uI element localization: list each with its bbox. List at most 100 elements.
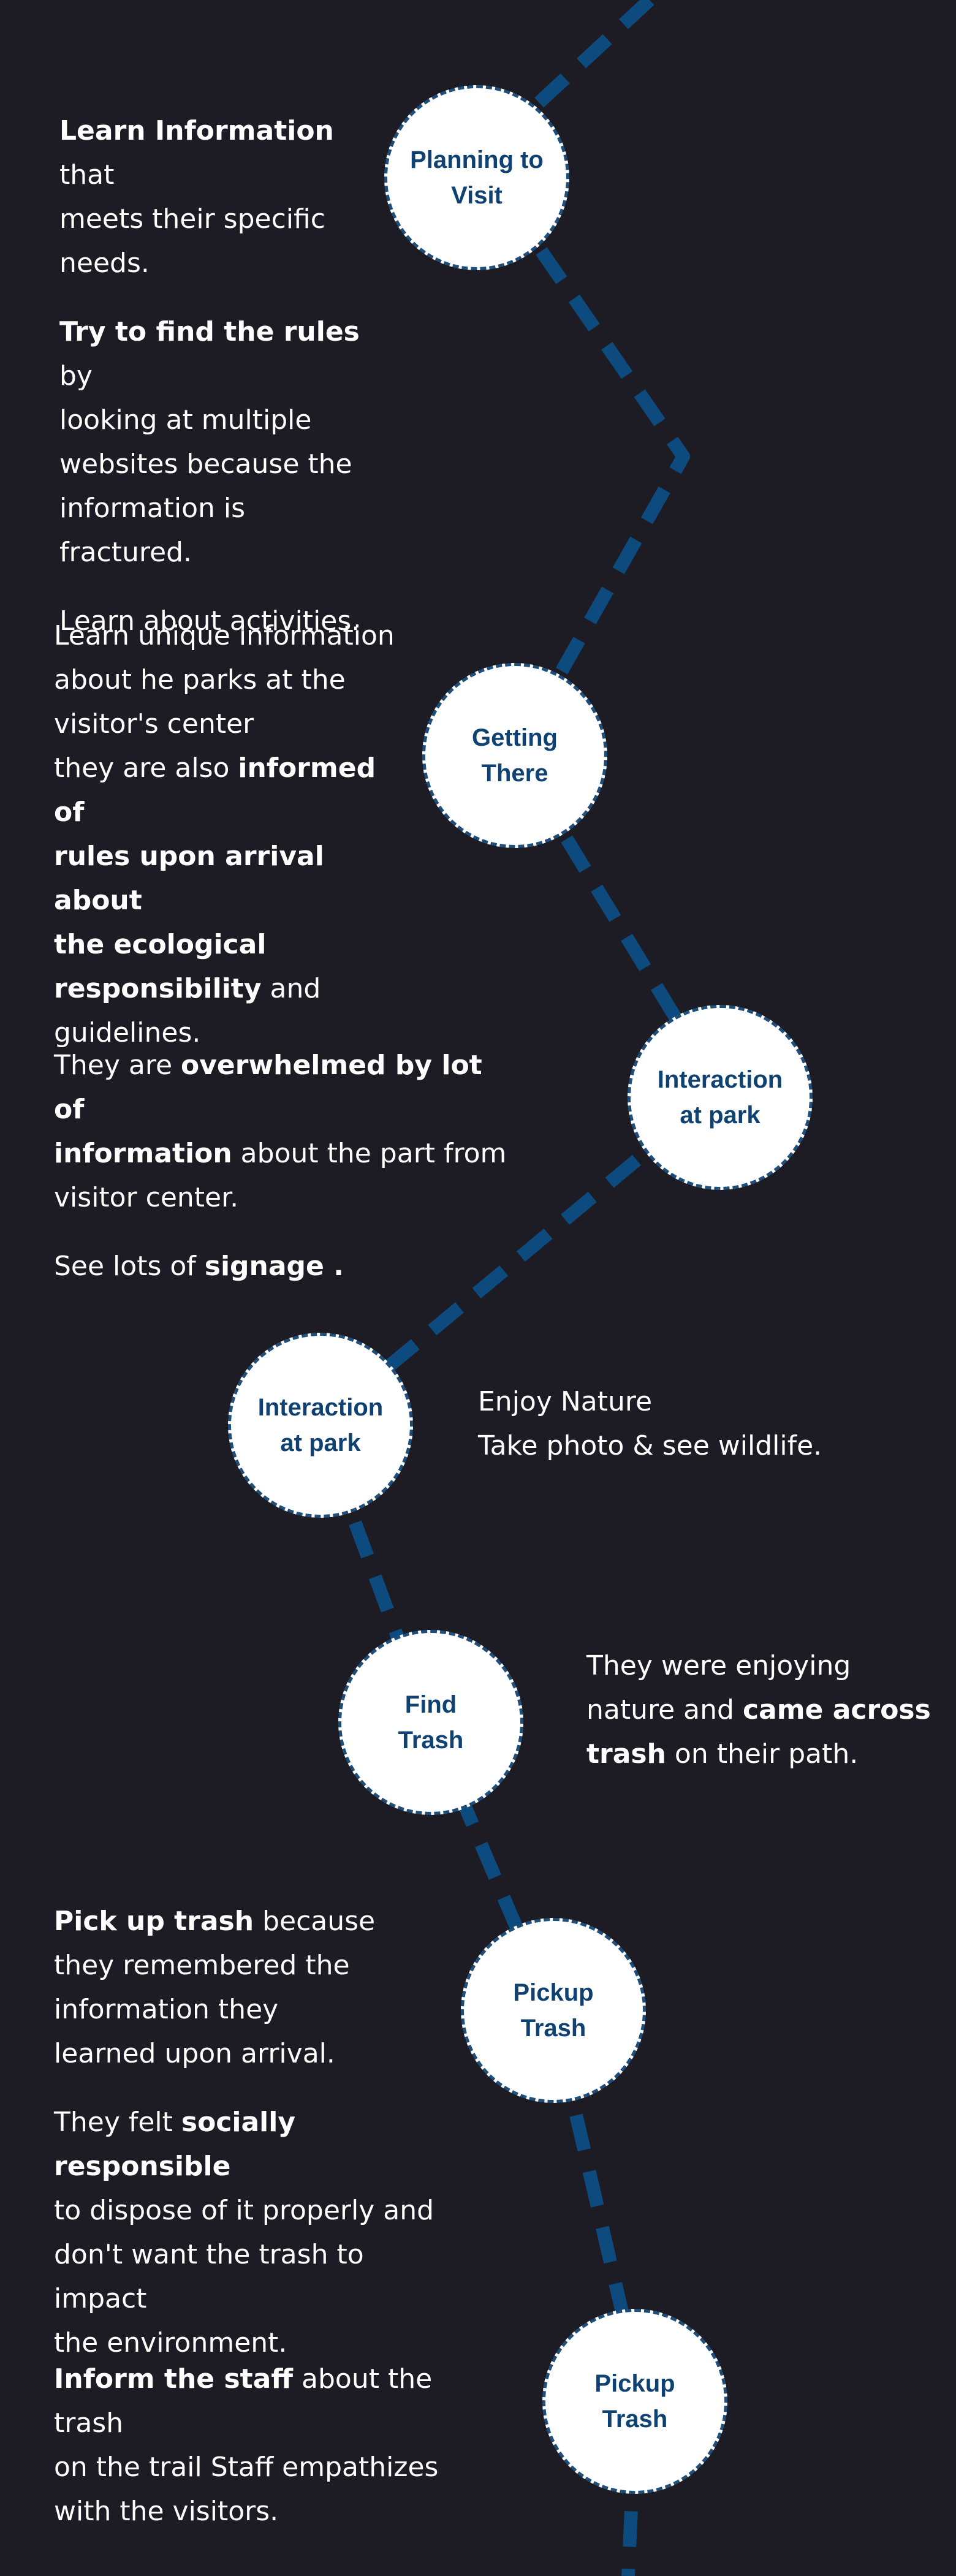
note-line: information they (54, 1994, 279, 2025)
stage-label-line: Trash (520, 2015, 586, 2042)
stage-node-find-trash: Find Trash (338, 1630, 523, 1815)
note-line: with the visitors. (54, 2496, 279, 2527)
note-bold-text: Pick up trash (54, 1906, 254, 1937)
stage-label: Pickup Trash (561, 2366, 708, 2437)
note-line: they remembered the (54, 1950, 350, 1981)
note-text: about the trash (54, 2363, 433, 2439)
stage-label: Getting There (441, 720, 588, 791)
note-line: Try to find the rules by (59, 310, 378, 398)
note-line: information about the part from (54, 1132, 507, 1176)
stage-label-line: at park (680, 1102, 761, 1129)
note-getting-there: Learn unique information about he parks … (54, 614, 409, 1055)
note-line: Learn unique information (54, 620, 395, 651)
note-line: they are also informed of (54, 746, 409, 835)
note-bold-text: responsibility (54, 973, 262, 1004)
stage-label-line: Pickup (594, 2370, 675, 2397)
note-pickup-trash-2: Inform the staff about the trash on the … (54, 2357, 495, 2534)
note-interaction-at-park-1: They are overwhelmed by lot of informati… (54, 1044, 507, 1289)
stage-label-line: Visit (451, 182, 503, 209)
note-bold-text: Learn Information (59, 115, 334, 146)
note-line: Inform the staff about the trash (54, 2357, 495, 2445)
note-paragraph: Pick up trash because they remembered th… (54, 1900, 458, 2076)
note-line: websites because the (59, 449, 352, 480)
note-line: See lots of signage . (54, 1244, 507, 1289)
note-paragraph: Enjoy Nature Take photo & see wildlife. (478, 1380, 907, 1468)
note-line: visitor's center (54, 708, 254, 740)
stage-label: Planning to Visit (403, 142, 550, 213)
stage-label: Interaction at park (247, 1390, 394, 1461)
note-line: looking at multiple (59, 404, 312, 436)
stage-node-planning-to-visit: Planning to Visit (384, 85, 569, 270)
stage-label-line: Trash (398, 1727, 464, 1754)
note-line: meets their specific (59, 203, 325, 235)
note-paragraph: They are overwhelmed by lot of informati… (54, 1044, 507, 1220)
note-line: They felt socially responsible (54, 2101, 458, 2189)
note-bold-text: socially responsible (54, 2107, 296, 2182)
stage-label-line: Planning to (410, 146, 544, 173)
note-text: nature and (586, 1694, 743, 1726)
note-line: trash on their path. (586, 1732, 942, 1776)
note-bold-text: the ecological (54, 929, 267, 960)
note-paragraph: Inform the staff about the trash on the … (54, 2357, 495, 2534)
note-paragraph: Learn about activities. (59, 599, 378, 643)
note-text: because (254, 1906, 376, 1937)
note-bold-text: Inform the staff (54, 2363, 294, 2395)
note-bold-text: rules upon arrival about (54, 841, 324, 916)
note-line: responsibility and (54, 967, 409, 1011)
note-planning-to-visit: Learn Information that meets their speci… (59, 109, 378, 643)
note-text: . (324, 1251, 344, 1282)
note-bold-text: overwhelmed by lot of (54, 1050, 482, 1125)
note-line: They are overwhelmed by lot of (54, 1044, 507, 1132)
note-paragraph: They felt socially responsible to dispos… (54, 2101, 458, 2365)
note-line: Pick up trash because (54, 1900, 458, 1944)
note-line: Take photo & see wildlife. (478, 1430, 822, 1461)
stage-node-getting-there: Getting There (422, 663, 607, 848)
note-text: by (59, 360, 93, 392)
note-text: about the part from (232, 1138, 507, 1169)
note-text: they are also (54, 752, 238, 784)
stage-label: Find Trash (357, 1687, 504, 1758)
note-line: nature and came across (586, 1688, 942, 1732)
note-line: on the trail Staff empathizes (54, 2452, 439, 2483)
note-text: They felt (54, 2107, 181, 2138)
note-bold-text: trash (586, 1738, 666, 1770)
note-line: Enjoy Nature (478, 1386, 653, 1417)
note-paragraph: They were enjoying nature and came acros… (586, 1644, 942, 1776)
stage-node-pickup-trash-1: Pickup Trash (461, 1918, 646, 2103)
stage-label-line: at park (280, 1430, 361, 1457)
note-paragraph: Try to find the rules by looking at mult… (59, 310, 378, 575)
note-bold-text: Try to find the rules (59, 316, 360, 347)
stage-label: Pickup Trash (480, 1975, 627, 2046)
note-interaction-at-park-2: Enjoy Nature Take photo & see wildlife. (478, 1380, 907, 1468)
stage-node-pickup-trash-2: Pickup Trash (542, 2309, 727, 2494)
note-paragraph: See lots of signage . (54, 1244, 507, 1289)
note-line: They were enjoying (586, 1650, 851, 1681)
stage-label-line: Trash (602, 2406, 668, 2433)
note-text: They are (54, 1050, 181, 1081)
stage-node-interaction-at-park-1: Interaction at park (628, 1005, 813, 1190)
stage-label-line: There (481, 760, 548, 787)
stage-label-line: Getting (472, 724, 558, 751)
note-line: needs. (59, 248, 150, 279)
note-line: about he parks at the (54, 664, 346, 695)
note-line: guidelines. (54, 1017, 201, 1048)
stage-label: Interaction at park (647, 1062, 794, 1133)
note-text: See lots of (54, 1251, 205, 1282)
note-text: and (261, 973, 321, 1004)
note-bold-text: informed of (54, 752, 376, 828)
note-bold-text: signage (204, 1251, 324, 1282)
note-paragraph: Learn Information that meets their speci… (59, 109, 378, 286)
note-line: information is fractured. (59, 493, 246, 568)
stage-label-line: Interaction (657, 1066, 783, 1093)
note-line: don't want the trash to impact (54, 2239, 364, 2314)
note-paragraph: Learn unique information about he parks … (54, 614, 409, 1055)
stage-label-line: Pickup (513, 1979, 594, 2006)
note-line: Learn Information that (59, 109, 378, 197)
note-bold-text: came across (742, 1694, 931, 1726)
note-line: Learn about activities. (59, 605, 360, 637)
note-find-trash: They were enjoying nature and came acros… (586, 1644, 942, 1776)
stage-label-line: Interaction (257, 1394, 384, 1421)
note-pickup-trash-1: Pick up trash because they remembered th… (54, 1900, 458, 2365)
note-line: the environment. (54, 2327, 287, 2358)
